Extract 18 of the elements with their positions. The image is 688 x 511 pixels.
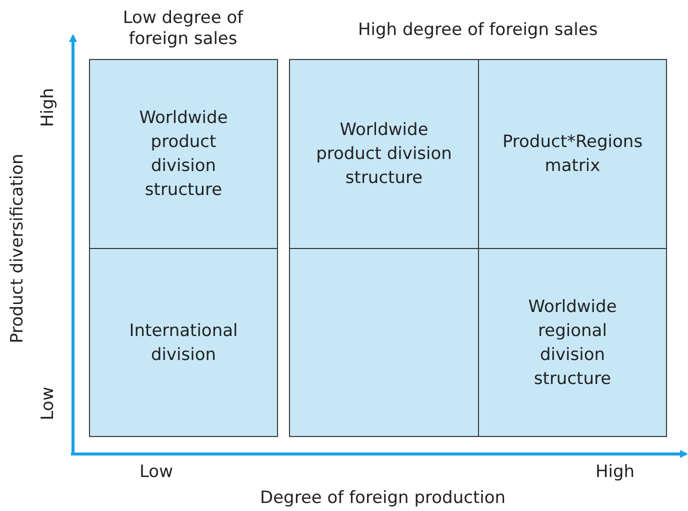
matrix-cell [89,59,278,249]
column-heading: Low degree of foreign sales [122,8,244,50]
column-heading: High degree of foreign sales [358,20,598,41]
cell-text: Worldwide product division structure [138,107,229,202]
cell-text: International division [128,320,239,366]
cell-text: Product*Regions matrix [501,131,644,178]
axis-title: Degree of foreign production [260,488,506,509]
cell-text: Worldwide product division structure [315,119,453,190]
axis-title: Product diversification [7,153,28,343]
matrix-cell [478,59,667,249]
matrix-cell [89,248,278,437]
axis-tick-label: Low [140,462,173,483]
cell-text: Worldwide regional division structure [527,296,618,390]
axis-tick-label: High [38,87,59,127]
matrix-cell [289,59,479,249]
matrix-cell [478,248,667,437]
axis-tick-label: Low [38,386,59,420]
axis-tick-label: High [596,462,635,483]
